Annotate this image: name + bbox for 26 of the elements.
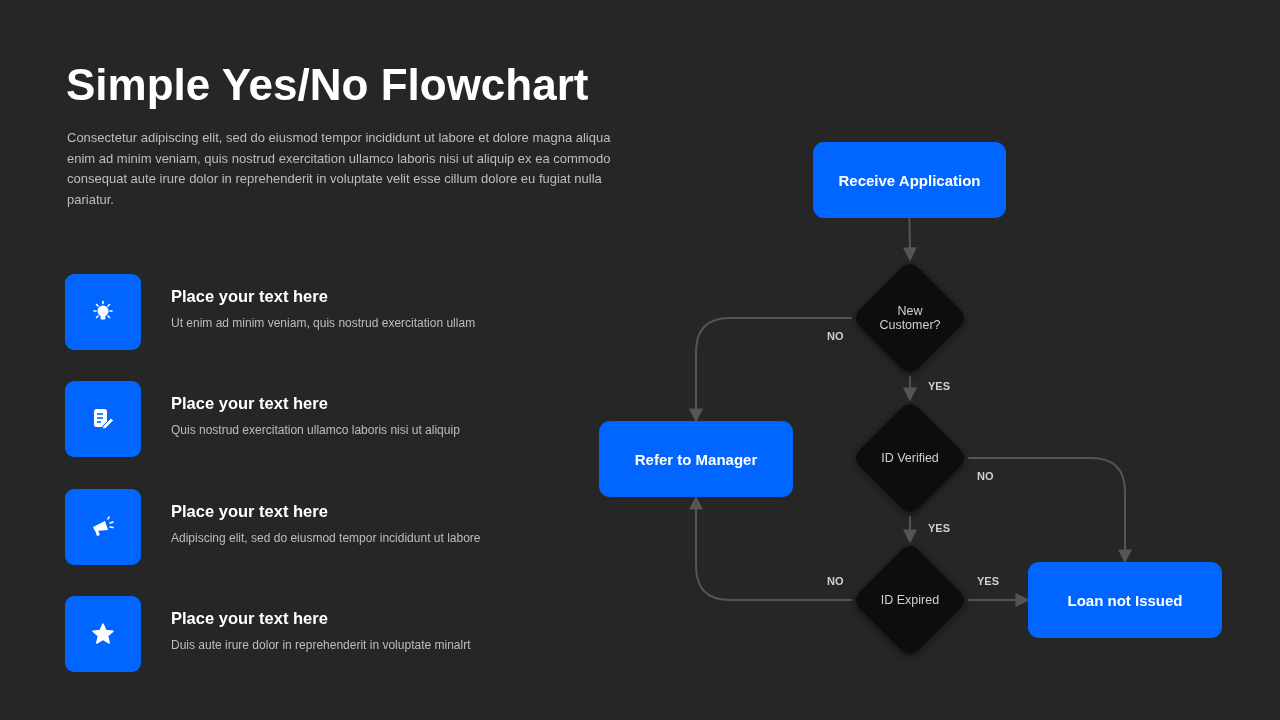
- edge-label: NO: [976, 470, 995, 482]
- edge-label: YES: [976, 575, 1000, 587]
- item-description: Duis aute irure dolor in reprehenderit in voluptate minalrt: [171, 638, 471, 652]
- process-box: Refer to Manager: [599, 421, 793, 497]
- arrow: [902, 217, 917, 262]
- intro-paragraph: Consectetur adipiscing elit, sed do eiusmod tempor incididunt ut labore et dolore magna aliqua enim ad minim veniam, quis nostrud exercitation ullamco laboris nisi ut aliquip ex ea commodo consequat aute irure dolor in reprehenderit in voluptate velit esse cillum dolore eu fugiat nulla pariatur.: [67, 129, 612, 210]
- edge-label: YES: [927, 380, 951, 392]
- item-heading: Place your text here: [171, 394, 328, 413]
- arrow: [967, 593, 1030, 607]
- item-heading: Place your text here: [171, 287, 328, 306]
- title: Simple Yes/No Flowchart: [66, 60, 589, 110]
- item-description: Adipiscing elit, sed do eiusmod tempor incididunt ut labore: [171, 531, 481, 545]
- process-box: Loan not Issued: [1028, 562, 1222, 638]
- edge-label: YES: [927, 522, 951, 534]
- process-box: Receive Application: [813, 142, 1006, 218]
- edge-label: NO: [826, 575, 845, 587]
- item-description: Quis nostrud exercitation ullamco laboris nisi ut aliquip: [171, 423, 460, 437]
- edge-label: NO: [826, 330, 845, 342]
- item-heading: Place your text here: [171, 609, 328, 628]
- item-heading: Place your text here: [171, 502, 328, 521]
- arrow: [689, 317, 853, 423]
- arrow: [903, 515, 917, 544]
- arrow: [967, 457, 1132, 564]
- arrow: [903, 375, 917, 402]
- item-description: Ut enim ad minim veniam, quis nostrud exercitation ullam: [171, 316, 476, 330]
- arrow: [689, 495, 853, 601]
